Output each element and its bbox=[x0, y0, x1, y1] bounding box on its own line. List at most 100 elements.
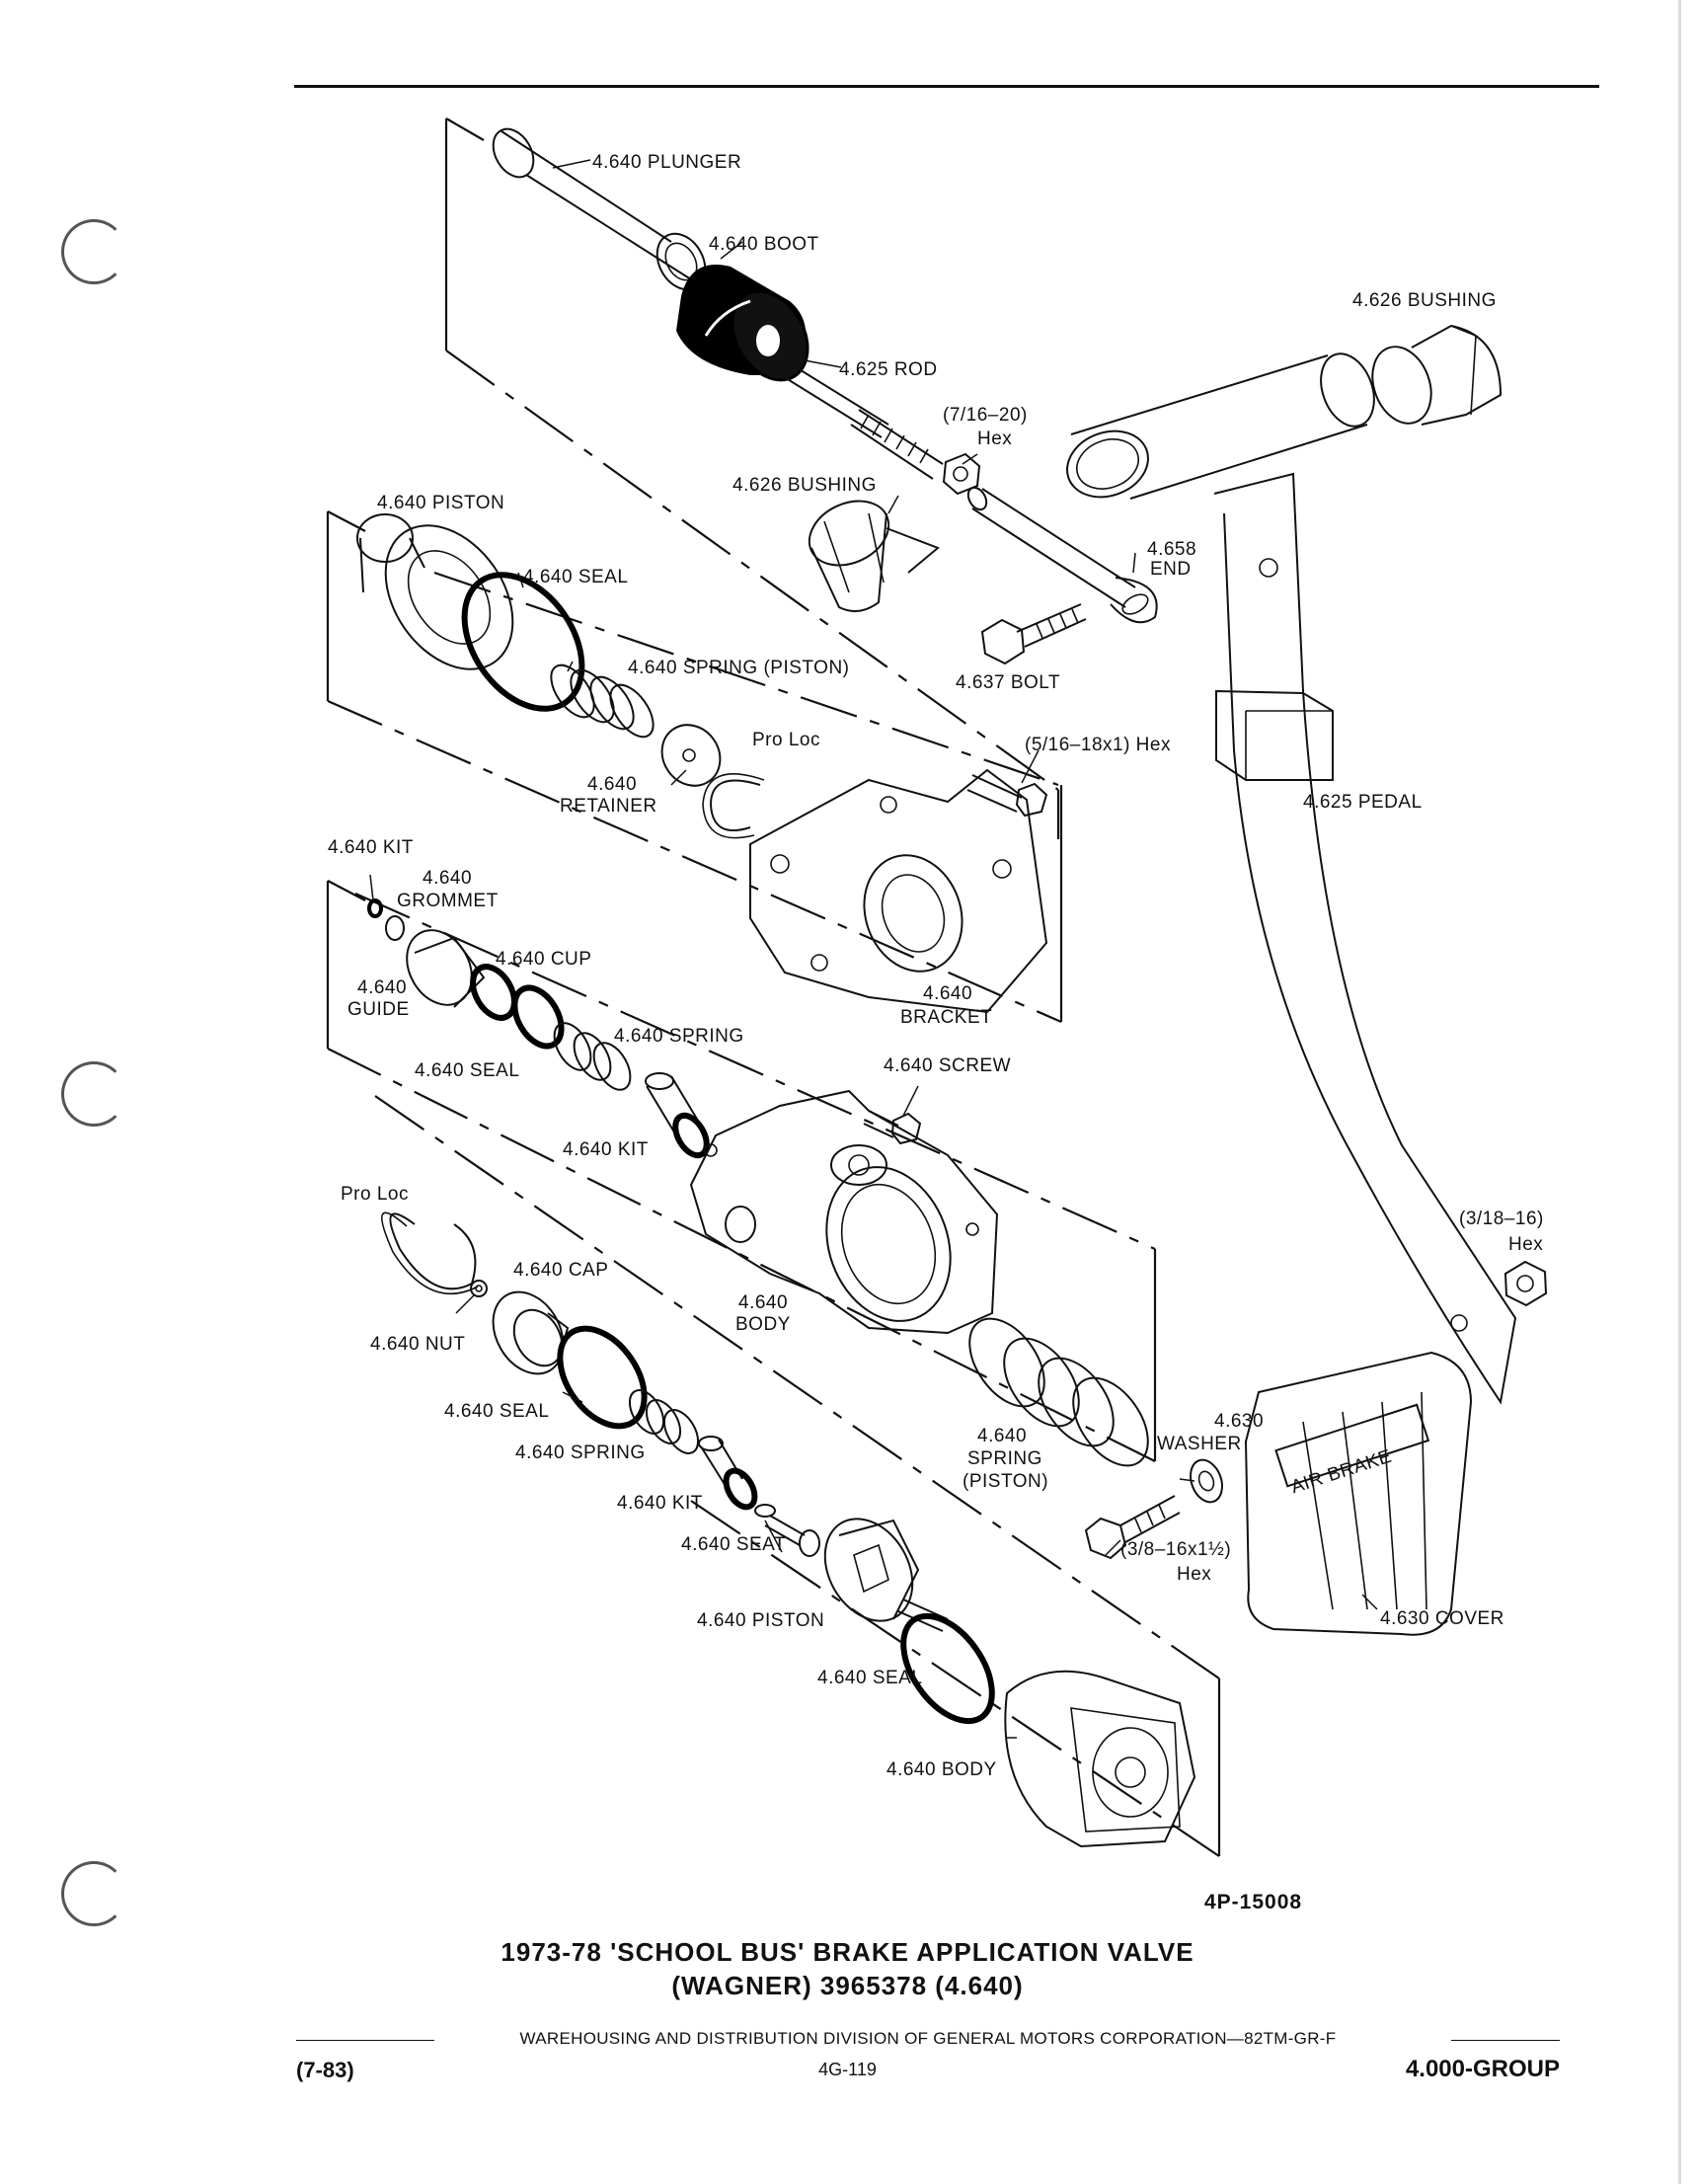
label-retainer-word: RETAINER bbox=[560, 796, 657, 817]
footer-date: (7-83) bbox=[296, 2058, 354, 2082]
label-pedal-nut-thread: (3/18–16) bbox=[1459, 1209, 1544, 1229]
label-seal-low: 4.640 SEAL bbox=[444, 1401, 549, 1422]
label-washer-word: WASHER bbox=[1157, 1434, 1242, 1454]
binder-hole-bottom bbox=[61, 1861, 126, 1926]
footer-page-number: 4G-119 bbox=[818, 2060, 877, 2079]
label-seal-top: 4.640 SEAL bbox=[523, 567, 628, 587]
retainer-part bbox=[660, 724, 722, 787]
footer-publisher: WAREHOUSING AND DISTRIBUTION DIVISION OF… bbox=[519, 2029, 1337, 2048]
frame-plunger-assembly bbox=[444, 117, 1060, 839]
label-nut: 4.640 NUT bbox=[370, 1334, 465, 1355]
pedal-arm-part bbox=[1213, 472, 1517, 1405]
bracket-part bbox=[749, 768, 1048, 1014]
footer-rule-right bbox=[1451, 2040, 1560, 2041]
label-body-bottom: 4.640 BODY bbox=[886, 1759, 997, 1780]
footer-rule-left bbox=[296, 2040, 434, 2041]
seal-bottom-part bbox=[900, 1612, 995, 1725]
caption-line-2: (WAGNER) 3965378 (4.640) bbox=[671, 1971, 1024, 2000]
label-cover: 4.630 COVER bbox=[1380, 1608, 1504, 1629]
frame-lower-body-assembly bbox=[374, 1095, 1221, 1857]
label-piston-low: 4.640 PISTON bbox=[697, 1610, 824, 1631]
hex-nut-part bbox=[942, 452, 981, 496]
nut-low-part bbox=[470, 1280, 488, 1297]
body-bottom-part bbox=[1004, 1670, 1196, 1848]
pedal-nut-part bbox=[1503, 1260, 1548, 1307]
label-bracket-word: BRACKET bbox=[900, 1007, 992, 1028]
frame-body-assembly bbox=[326, 880, 1157, 1462]
top-rule bbox=[294, 85, 1599, 88]
pro-loc-ring-low-part bbox=[381, 1211, 479, 1295]
label-pro-loc-top: Pro Loc bbox=[752, 730, 820, 750]
label-plunger: 4.640 PLUNGER bbox=[592, 152, 741, 173]
seal-top-part bbox=[461, 572, 585, 712]
frame-piston-assembly bbox=[326, 510, 1063, 1024]
label-cup: 4.640 CUP bbox=[496, 949, 591, 970]
binder-hole-top bbox=[61, 219, 126, 284]
label-bracket-num: 4.640 bbox=[923, 983, 972, 1004]
label-bracket-screw: (5/16–18x1) Hex bbox=[1025, 735, 1171, 755]
label-rod-hex: Hex bbox=[977, 429, 1012, 449]
part-labels: 4.640 PLUNGER 4.640 BOOT 4.626 BUSHING 4… bbox=[328, 152, 1544, 1780]
grommet-part bbox=[367, 898, 405, 941]
plunger-part bbox=[492, 127, 707, 291]
label-rod-thread: (7/16–20) bbox=[943, 405, 1028, 426]
label-rod: 4.625 ROD bbox=[839, 359, 938, 380]
label-spring-piston2-paren: (PISTON) bbox=[963, 1471, 1048, 1492]
label-cover-bolt: (3/8–16x1½) bbox=[1120, 1539, 1231, 1560]
label-boot: 4.640 BOOT bbox=[709, 234, 819, 255]
label-spring-piston: 4.640 SPRING (PISTON) bbox=[628, 658, 850, 678]
label-spring-low: 4.640 SPRING bbox=[515, 1443, 646, 1463]
caption-line-1: 1973-78 'SCHOOL BUS' BRAKE APPLICATION V… bbox=[501, 1937, 1194, 1967]
cover-air-brake-text: AIR BRAKE bbox=[1288, 1446, 1394, 1499]
label-pro-loc-low: Pro Loc bbox=[341, 1184, 409, 1205]
label-grommet-num: 4.640 bbox=[423, 868, 472, 889]
spring-piston-top-part bbox=[550, 663, 655, 739]
guide-part bbox=[406, 929, 486, 1008]
spring-piston-low-part bbox=[968, 1317, 1149, 1467]
label-pedal: 4.625 PEDAL bbox=[1303, 792, 1423, 813]
label-kit-top: 4.640 KIT bbox=[328, 837, 414, 858]
label-guide-word: GUIDE bbox=[347, 999, 410, 1020]
screw-part bbox=[863, 1110, 922, 1145]
label-spring-mid: 4.640 SPRING bbox=[614, 1026, 744, 1047]
spring-low-part bbox=[628, 1389, 700, 1454]
pedal-tube-part bbox=[1066, 352, 1375, 500]
boot-part bbox=[676, 265, 809, 382]
washer-part bbox=[1190, 1458, 1223, 1504]
rod-part bbox=[774, 357, 944, 480]
label-body-word: BODY bbox=[735, 1314, 791, 1335]
bracket-screw-part bbox=[966, 774, 1048, 818]
leader-lines bbox=[369, 159, 1378, 1739]
label-grommet-word: GROMMET bbox=[397, 891, 499, 911]
label-retainer-num: 4.640 bbox=[587, 774, 637, 795]
spring-mid-part bbox=[553, 1022, 632, 1091]
label-seat: 4.640 SEAT bbox=[681, 1534, 786, 1555]
label-bushing-right: 4.626 BUSHING bbox=[1352, 290, 1497, 311]
seal-low-part bbox=[557, 1325, 648, 1430]
label-piston-top: 4.640 PISTON bbox=[377, 493, 504, 513]
label-body-num: 4.640 bbox=[738, 1292, 788, 1313]
valve-body-part bbox=[689, 1089, 999, 1335]
label-bushing-mid: 4.626 BUSHING bbox=[732, 475, 877, 496]
label-end-num: 4.658 bbox=[1147, 539, 1196, 560]
seat-part bbox=[754, 1504, 820, 1557]
label-pedal-nut-hex: Hex bbox=[1508, 1234, 1543, 1255]
label-seal-mid: 4.640 SEAL bbox=[415, 1060, 519, 1081]
figure-number: 4P-15008 bbox=[1204, 1891, 1303, 1913]
label-cap: 4.640 CAP bbox=[513, 1260, 608, 1281]
label-spring-piston2-word: SPRING bbox=[967, 1448, 1042, 1469]
label-guide-num: 4.640 bbox=[357, 977, 407, 998]
kit-low-part bbox=[698, 1436, 758, 1511]
page-edge-shadow bbox=[1678, 0, 1681, 2184]
label-seal-bottom: 4.640 SEAL bbox=[817, 1668, 922, 1688]
label-screw: 4.640 SCREW bbox=[884, 1055, 1011, 1076]
cover-bolt-part bbox=[1084, 1495, 1181, 1560]
cover-part: AIR BRAKE bbox=[1244, 1351, 1473, 1636]
bushing-mid-part bbox=[808, 500, 940, 612]
label-spring-piston2-num: 4.640 bbox=[977, 1426, 1027, 1446]
bushing-right-part bbox=[1371, 324, 1502, 426]
bolt-part bbox=[980, 603, 1087, 665]
label-kit-low: 4.640 KIT bbox=[617, 1493, 703, 1514]
